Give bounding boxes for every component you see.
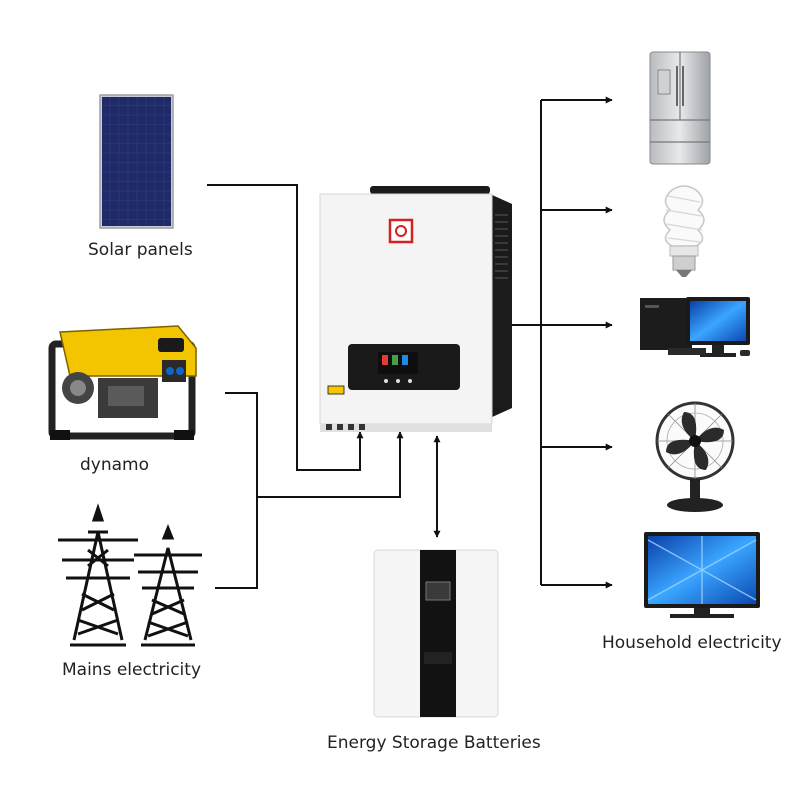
connection-lines: [207, 96, 613, 589]
household-electricity-label: Household electricity: [602, 633, 782, 653]
electric-fan-icon: [655, 401, 735, 512]
battery-icon: [373, 549, 499, 718]
dynamo-label: dynamo: [80, 455, 150, 475]
refrigerator-icon: [649, 51, 711, 165]
generator-icon: [48, 325, 197, 440]
energy-storage-batteries-label: Energy Storage Batteries: [327, 733, 541, 753]
solar-panels-label: Solar panels: [88, 240, 193, 260]
power-tower-icon: [58, 503, 202, 647]
television-icon: [644, 532, 760, 618]
mains-electricity-label: Mains electricity: [62, 660, 202, 680]
desktop-computer-icon: [640, 297, 750, 357]
hybrid-inverter-icon: [319, 186, 512, 432]
solar-panel-icon: [99, 94, 174, 229]
solar-connection-line: [207, 184, 364, 471]
dynamo-connection-line: [215, 392, 258, 589]
light-bulb-icon: [663, 185, 705, 277]
mains-merge-line: [257, 431, 404, 498]
